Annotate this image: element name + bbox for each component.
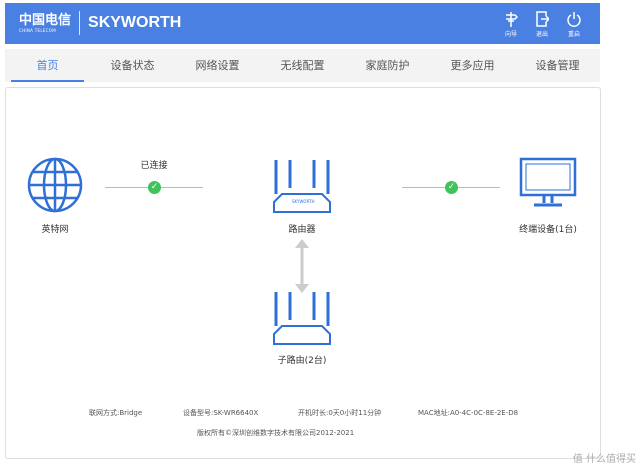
- brand-en: CHINA TELECOM: [19, 27, 56, 33]
- divider: [79, 11, 81, 35]
- reboot-button[interactable]: 重启: [562, 11, 586, 38]
- wizard-icon: [506, 12, 518, 27]
- tab-device-status[interactable]: 设备状态: [110, 59, 155, 72]
- tab-network-settings[interactable]: 网络设置: [195, 59, 240, 72]
- router-icon[interactable]: [272, 158, 332, 216]
- reboot-label: 重启: [567, 31, 580, 38]
- main-nav: 首页 设备状态 网络设置 无线配置 家庭防护 更多应用 设备管理: [5, 49, 600, 82]
- wizard-button[interactable]: 向导: [499, 11, 523, 38]
- brand-cn: 中国电信: [19, 12, 72, 28]
- power-icon: [567, 12, 581, 27]
- check-icon: ✓: [148, 181, 161, 194]
- router-brand: SKYWORTH: [292, 199, 315, 204]
- watermark: 值 什么值得买: [572, 454, 636, 465]
- internet-label: 英特网: [41, 225, 69, 235]
- clients-label: 终端设备(1台): [519, 225, 577, 235]
- globe-icon[interactable]: [27, 157, 83, 213]
- router-label: 路由器: [288, 225, 316, 235]
- connection-mode: 联网方式:Bridge: [89, 409, 143, 417]
- sub-router-label: 子路由(2台): [277, 356, 327, 366]
- connection-status: 已连接: [140, 161, 168, 171]
- check-icon: ✓: [445, 181, 458, 194]
- tab-more-apps[interactable]: 更多应用: [450, 59, 495, 72]
- logout-icon: [536, 11, 549, 27]
- tab-family-protection[interactable]: 家庭防护: [365, 59, 410, 72]
- tab-device-management[interactable]: 设备管理: [535, 59, 580, 72]
- tab-home[interactable]: 首页: [5, 49, 90, 82]
- sub-router-icon[interactable]: [272, 290, 332, 346]
- wizard-label: 向导: [504, 31, 517, 38]
- monitor-icon[interactable]: [518, 157, 578, 211]
- topology-card: [5, 87, 601, 459]
- logout-button[interactable]: 退出: [530, 11, 554, 38]
- device-model: 设备型号:SK-WR6640X: [183, 409, 259, 417]
- brand: SKYWORTH: [88, 14, 182, 31]
- uptime: 开机时长:0天0小时11分钟: [298, 409, 382, 417]
- bidirectional-arrow-icon: [295, 239, 309, 293]
- tab-wireless[interactable]: 无线配置: [280, 59, 325, 72]
- logout-label: 退出: [535, 31, 548, 38]
- copyright: 版权所有©深圳创维数字技术有限公司2012-2021: [197, 429, 355, 437]
- mac-address: MAC地址:A0-4C-0C-8E-2E-D8: [418, 409, 519, 417]
